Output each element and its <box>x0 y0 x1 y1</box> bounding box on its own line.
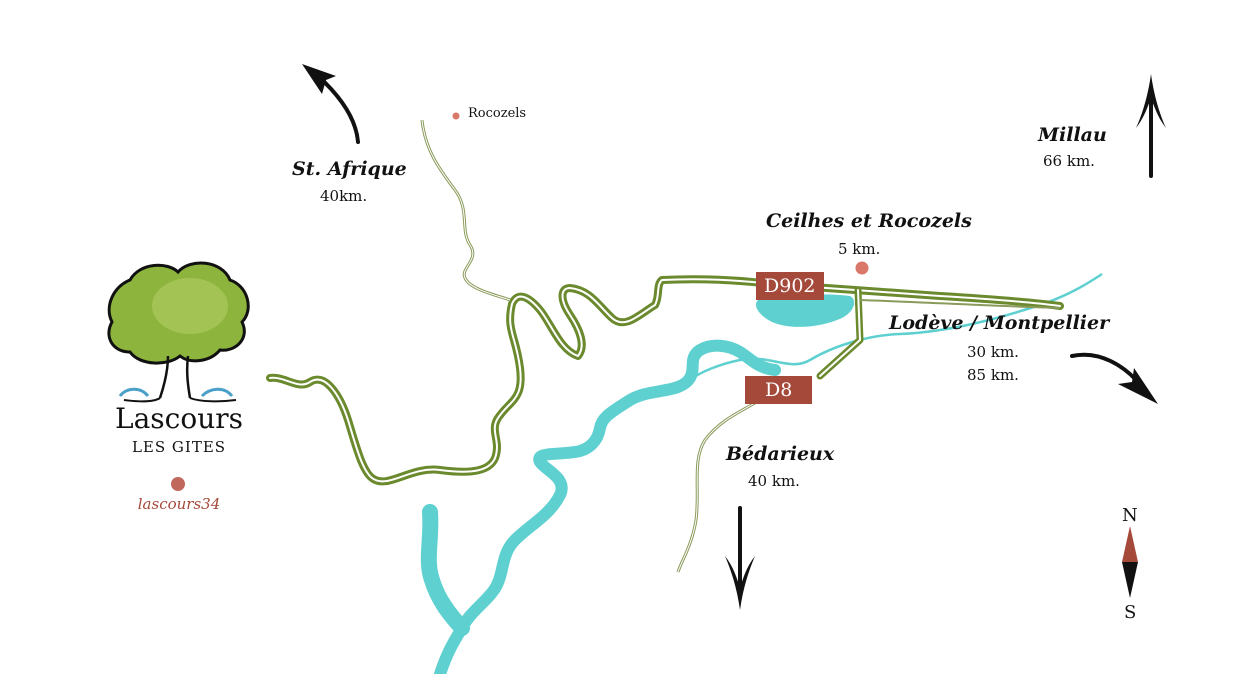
distance-lodeve-2: 85 km. <box>967 366 1019 384</box>
road-minor-east <box>859 299 1061 309</box>
label-lodeve: Lodève / Montpellier <box>889 312 1110 334</box>
lake <box>755 294 855 327</box>
arrow-north-icon <box>1136 74 1166 178</box>
label-millau: Millau <box>1038 124 1107 146</box>
marker-lascours <box>171 477 185 491</box>
compass-north-label: N <box>1122 505 1138 526</box>
arrow-south-icon <box>725 506 755 610</box>
brand-subtitle: LES GITES <box>131 438 227 456</box>
river-main <box>434 339 781 674</box>
marker-rocozels <box>452 112 460 120</box>
road-d8 <box>816 286 864 380</box>
distance-bedarieux: 40 km. <box>748 472 800 490</box>
distance-st-afrique: 40km. <box>320 187 368 205</box>
road-d902 <box>266 275 1064 486</box>
arrow-southeast-icon <box>1070 352 1158 404</box>
label-bedarieux: Bédarieux <box>726 443 835 465</box>
road-minor-south <box>676 398 761 573</box>
compass-south-label: S <box>1124 602 1137 623</box>
tree-logo-icon <box>107 261 250 403</box>
brand-handle: lascours34 <box>137 495 221 513</box>
river-branch-south <box>420 504 470 636</box>
road-sign-d8: D8 <box>745 376 813 404</box>
road-sign-d902: D902 <box>756 272 824 300</box>
compass-icon <box>1122 526 1138 598</box>
marker-ceilhes <box>855 261 869 275</box>
distance-lodeve-1: 30 km. <box>967 343 1019 361</box>
label-rocozels: Rocozels <box>468 106 527 121</box>
label-ceilhes: Ceilhes et Rocozels <box>766 210 972 232</box>
brand-name: Lascours <box>115 402 243 435</box>
arrow-northwest-icon <box>302 64 360 144</box>
label-st-afrique: St. Afrique <box>292 158 407 180</box>
road-minor-north <box>420 119 511 302</box>
distance-ceilhes: 5 km. <box>838 240 881 258</box>
distance-millau: 66 km. <box>1043 152 1095 170</box>
